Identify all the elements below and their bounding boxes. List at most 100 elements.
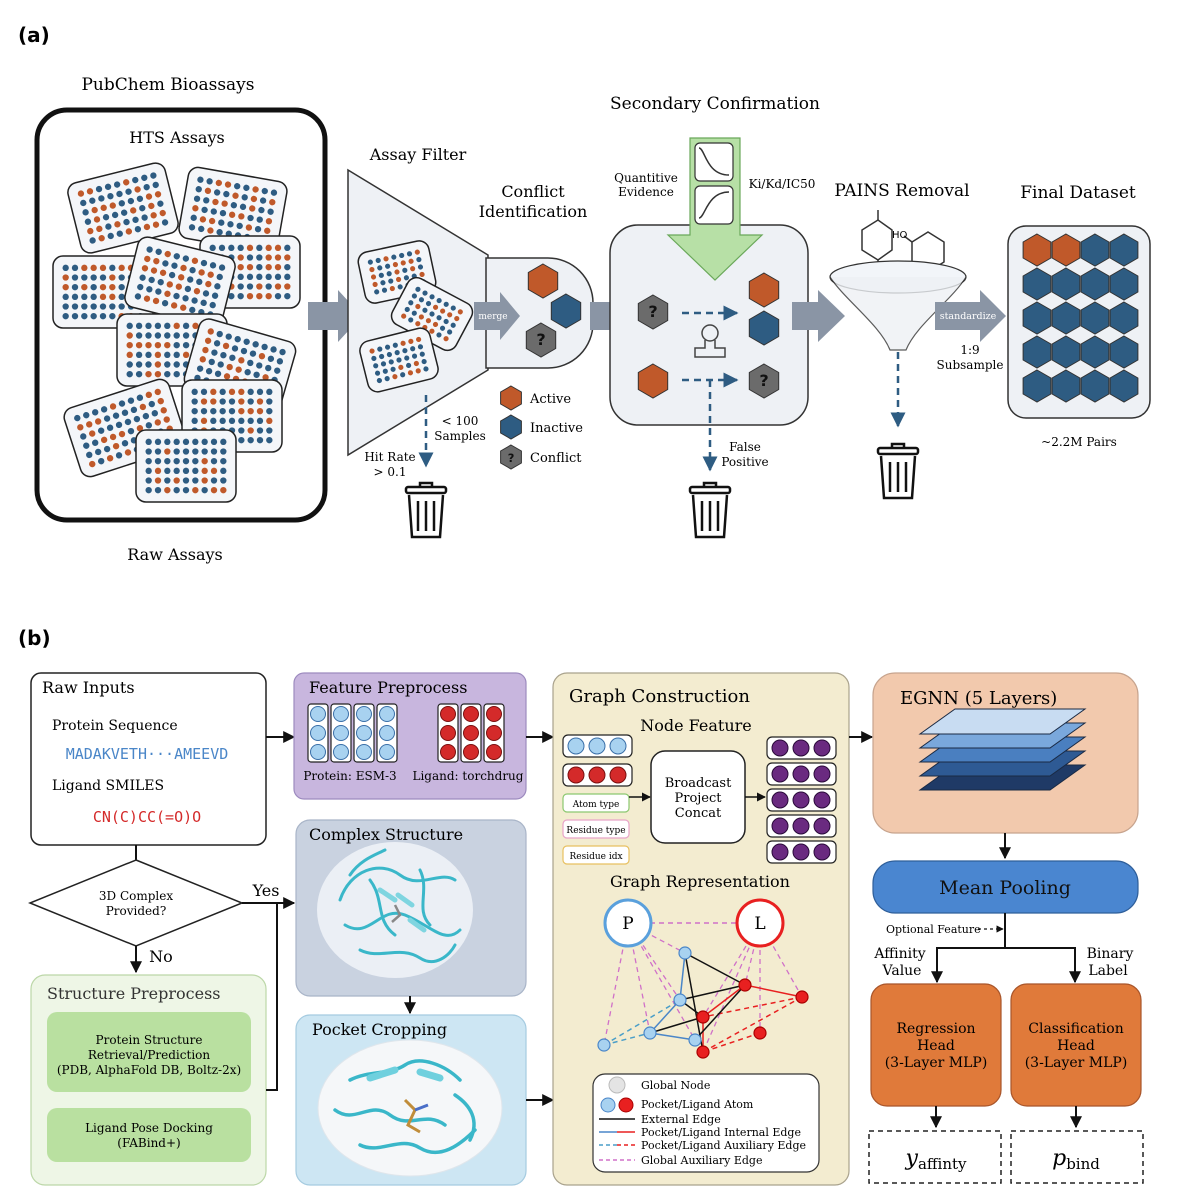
legend-inactive-label: Inactive — [530, 421, 583, 436]
inactive-hexagon — [1080, 369, 1110, 403]
ligand-smiles: CN(C)CC(=O)O — [93, 808, 201, 826]
svg-text:?: ? — [648, 302, 657, 321]
feature-column — [353, 703, 375, 763]
pocket-atom-node — [688, 1033, 702, 1047]
pocket-cropping-title: Pocket Cropping — [312, 1020, 447, 1039]
protein-seq-label: Protein Sequence — [52, 718, 178, 734]
reg-line3: (3-Layer MLP) — [885, 1055, 988, 1071]
global-node-l — [735, 898, 785, 948]
conflict-id-title-2: Identification — [479, 202, 588, 221]
legend-internal: Pocket/Ligand Internal Edge — [641, 1126, 801, 1139]
inactive-hexagon — [1022, 335, 1052, 369]
inactive-hexagon — [1109, 335, 1139, 369]
cls-line2: Head — [1057, 1038, 1095, 1054]
final-title: Final Dataset — [1020, 183, 1136, 203]
flow-arrow-4 — [935, 290, 1006, 342]
inactive-hexagon — [1109, 233, 1139, 267]
feature-column — [330, 703, 352, 763]
ho-label-1: HO — [892, 230, 908, 241]
inactive-hexagon — [1022, 301, 1052, 335]
reg-line1: Regression — [896, 1021, 975, 1037]
svg-text:?: ? — [759, 371, 768, 390]
cls-line1: Classification — [1028, 1021, 1123, 1037]
hts-title: HTS Assays — [129, 128, 224, 147]
protein-sequence: MADAKVETH···AMEEVD — [66, 745, 229, 763]
bpc-line2: Project — [674, 791, 722, 806]
graph-construction-title: Graph Construction — [569, 686, 750, 707]
node-feature-title: Node Feature — [640, 716, 752, 735]
funnel-body — [829, 276, 967, 351]
active-hexagon — [748, 272, 780, 308]
legend-global-node: Global Node — [641, 1079, 710, 1092]
lt100-line1: < 100 — [442, 414, 479, 428]
egnn-layer — [918, 708, 1087, 735]
feature-column — [376, 703, 398, 763]
y-affinity-box — [868, 1130, 1002, 1184]
inactive-hexagon — [1109, 267, 1139, 301]
optional-feature-label: Optional Feature — [886, 923, 981, 936]
feature-column — [460, 703, 482, 763]
pains-title: PAINS Removal — [834, 181, 969, 201]
hitrate-line1: Hit Rate — [364, 450, 415, 464]
feature-row — [562, 763, 633, 787]
legend-atom: Pocket/Ligand Atom — [641, 1098, 754, 1111]
pocket-image — [317, 1039, 503, 1177]
atom-type-box — [562, 793, 630, 813]
trash-icon — [688, 481, 732, 539]
y-affinity-output: yaffinty — [905, 1146, 968, 1173]
merge-arrow — [474, 292, 520, 340]
ligand-atom-node — [696, 1045, 710, 1059]
active-hexagon — [527, 263, 559, 299]
pocket-atom-swatch — [600, 1097, 616, 1113]
torchdrug-feature-grid — [437, 703, 505, 763]
residue-type-label: Residue type — [566, 826, 625, 836]
esm-feature-grid — [307, 703, 398, 763]
ligand-dock-line1: Ligand Pose Docking — [85, 1121, 213, 1135]
residue-type-box — [562, 819, 630, 839]
ligand-atom-node — [753, 1026, 767, 1040]
graph-legend-box — [592, 1073, 820, 1173]
inactive-hexagon — [1109, 369, 1139, 403]
merge-label: merge — [478, 312, 507, 322]
inactive-hexagon — [1080, 301, 1110, 335]
pocket-atom-node — [643, 1026, 657, 1040]
filtered-plates — [357, 240, 474, 393]
pocket-atom-node — [673, 993, 687, 1007]
standardize-label: standardize — [940, 311, 997, 322]
feature-preprocess-title: Feature Preprocess — [309, 678, 467, 697]
assay-filter-title: Assay Filter — [369, 145, 467, 164]
false-line1: False — [729, 440, 761, 454]
protein-struct-line1: Protein Structure — [96, 1033, 203, 1047]
legend-global-aux: Global Auxiliary Edge — [641, 1154, 762, 1167]
decision-diamond — [28, 859, 244, 947]
inactive-hexagon — [1051, 301, 1081, 335]
conflict-hexagons: ? — [525, 263, 582, 358]
p-bind-output: pbind — [1052, 1146, 1100, 1173]
feature-row — [766, 736, 837, 760]
raw-assays-label: Raw Assays — [127, 545, 223, 564]
legend-aux: Pocket/Ligand Auxiliary Edge — [641, 1139, 806, 1152]
decision-line1: 3D Complex — [99, 889, 173, 903]
ligand-dock-box — [47, 1108, 251, 1162]
inactive-hexagon — [1080, 267, 1110, 301]
feature-column — [307, 703, 329, 763]
assay-plate — [124, 236, 236, 328]
head-branch — [936, 947, 1076, 982]
inactive-hexagon — [1109, 301, 1139, 335]
cls-line3: (3-Layer MLP) — [1025, 1055, 1128, 1071]
conflict-hexagon: ? — [748, 363, 780, 399]
feature-row — [562, 734, 633, 758]
node-feature-inputs — [562, 734, 633, 787]
ligand-atom-swatch — [618, 1097, 634, 1113]
quant-line2: Evidence — [618, 185, 674, 199]
ligand-torchdrug-label: Ligand: torchdrug — [413, 769, 524, 783]
hts-plates — [52, 162, 301, 503]
ligand-atom-node — [795, 990, 809, 1004]
complex-structure-title: Complex Structure — [309, 825, 463, 844]
active-hexagon — [1022, 233, 1052, 267]
structure-to-yes-line — [266, 903, 278, 1091]
stamp-icon — [694, 324, 726, 358]
graph-representation-title: Graph Representation — [610, 872, 790, 891]
global-node-l-label: L — [754, 914, 765, 934]
bpc-line3: Concat — [675, 806, 722, 821]
